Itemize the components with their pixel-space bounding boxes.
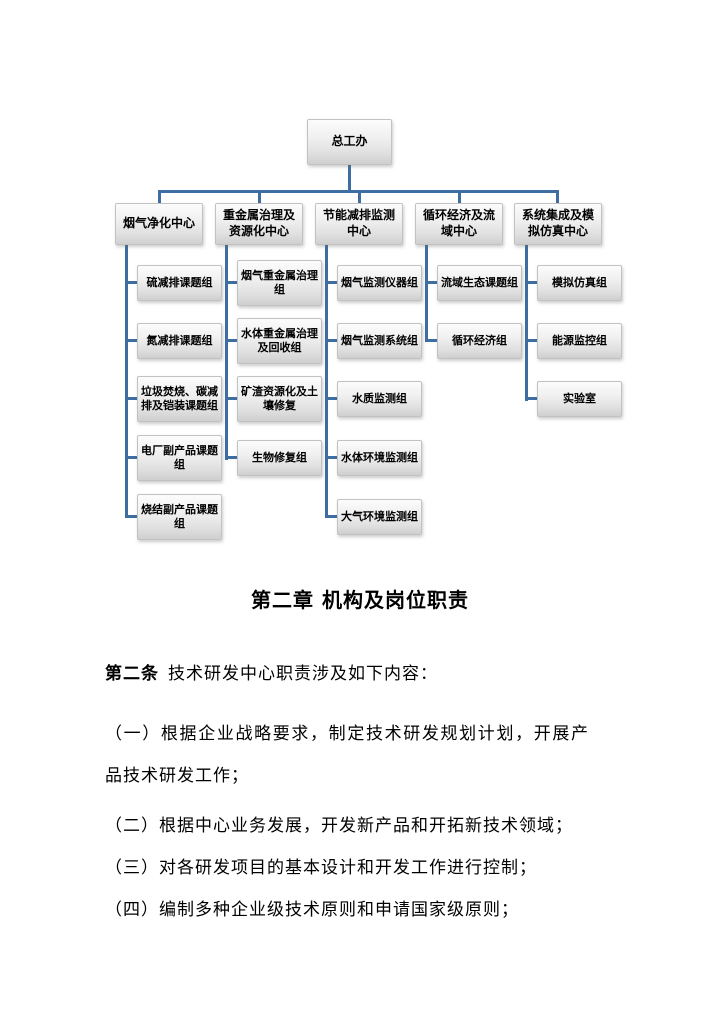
org-node-child: 矿渣资源化及土壤修复 xyxy=(237,376,322,422)
org-node-label: 总工办 xyxy=(331,134,368,149)
org-node-label: 矿渣资源化及土壤修复 xyxy=(241,384,318,412)
org-node-child: 氮减排课题组 xyxy=(137,323,222,359)
org-node-label: 循环经济组 xyxy=(452,333,507,347)
connector-line xyxy=(225,281,238,284)
connector-line xyxy=(556,190,559,204)
org-node-label: 能源监控组 xyxy=(552,333,607,347)
org-node-child: 烟气监测系统组 xyxy=(337,323,422,359)
org-node-child: 水体环境监测组 xyxy=(337,440,422,476)
org-node-label: 水体重金属治理及回收组 xyxy=(241,326,318,354)
connector-line xyxy=(325,244,328,518)
chapter-heading: 第二章 机构及岗位职责 xyxy=(251,588,469,612)
connector-line xyxy=(125,244,128,518)
org-node-child: 大气环境监测组 xyxy=(337,499,422,535)
connector-line xyxy=(525,339,538,342)
list-item-3: （三）对各研发项目的基本设计和开发工作进行控制； xyxy=(105,858,537,878)
list-item-2: （二）根据中心业务发展，开发新产品和开拓新技术领域； xyxy=(105,816,573,836)
connector-line xyxy=(125,397,138,400)
org-node-child: 水体重金属治理及回收组 xyxy=(237,318,322,364)
org-node-child: 电厂副产品课题组 xyxy=(137,435,222,481)
org-node-child: 硫减排课题组 xyxy=(137,265,222,301)
connector-line xyxy=(458,190,461,204)
org-node-label: 重金属治理及资源化中心 xyxy=(222,208,295,238)
connector-line xyxy=(525,281,538,284)
org-node-label: 烟气净化中心 xyxy=(122,216,195,231)
connector-line xyxy=(325,281,338,284)
connector-line xyxy=(348,165,351,192)
connector-line xyxy=(125,515,138,518)
org-node-label: 垃圾焚烧、碳减排及铠装课题组 xyxy=(141,384,218,412)
org-node-child: 实验室 xyxy=(537,381,622,417)
org-node-child: 流域生态课题组 xyxy=(437,265,522,301)
org-node-child: 模拟仿真组 xyxy=(537,265,622,301)
connector-line xyxy=(125,339,138,342)
org-node-label: 循环经济及流域中心 xyxy=(422,208,495,238)
org-node-child: 烟气重金属治理组 xyxy=(237,260,322,306)
article-line: 第二条技术研发中心职责涉及如下内容： xyxy=(105,653,621,695)
org-node-child: 烧结副产品课题组 xyxy=(137,494,222,540)
org-node-label: 烧结副产品课题组 xyxy=(141,502,218,530)
org-node-label: 烟气重金属治理组 xyxy=(241,268,318,296)
connector-line xyxy=(525,397,538,400)
org-node-child: 垃圾焚烧、碳减排及铠装课题组 xyxy=(137,376,222,422)
org-node-label: 硫减排课题组 xyxy=(146,275,213,289)
connector-line xyxy=(225,339,238,342)
org-node-child: 循环经济组 xyxy=(437,323,522,359)
connector-line xyxy=(358,190,361,204)
connector-line xyxy=(125,456,138,459)
org-node-label: 烟气监测系统组 xyxy=(341,333,418,347)
article-intro: 技术研发中心职责涉及如下内容： xyxy=(168,664,438,684)
org-node-branch-4: 循环经济及流域中心 xyxy=(415,203,503,245)
connector-line xyxy=(325,397,338,400)
org-node-label: 大气环境监测组 xyxy=(341,509,418,523)
org-node-child: 烟气监测仪器组 xyxy=(337,265,422,301)
org-node-label: 节能减排监测中心 xyxy=(322,208,395,238)
org-node-label: 系统集成及模拟仿真中心 xyxy=(521,208,594,238)
org-node-branch-3: 节能减排监测中心 xyxy=(315,203,403,245)
connector-line xyxy=(158,190,161,204)
article-number: 第二条 xyxy=(105,664,159,684)
org-node-root: 总工办 xyxy=(307,119,392,165)
connector-line xyxy=(225,456,238,459)
connector-line xyxy=(525,244,528,401)
org-node-label: 模拟仿真组 xyxy=(552,275,607,289)
list-item-4: （四）编制多种企业级技术原则和申请国家级原则； xyxy=(105,900,519,920)
org-node-branch-2: 重金属治理及资源化中心 xyxy=(215,203,303,245)
org-node-branch-1: 烟气净化中心 xyxy=(115,203,203,245)
connector-line xyxy=(225,244,228,460)
org-node-child: 生物修复组 xyxy=(237,440,322,476)
org-node-label: 生物修复组 xyxy=(252,450,307,464)
org-node-label: 烟气监测仪器组 xyxy=(341,275,418,289)
connector-line xyxy=(325,456,338,459)
org-node-branch-5: 系统集成及模拟仿真中心 xyxy=(514,203,602,245)
org-node-label: 水体环境监测组 xyxy=(341,450,418,464)
org-node-label: 水质监测组 xyxy=(352,391,407,405)
org-node-child: 能源监控组 xyxy=(537,323,622,359)
org-node-label: 流域生态课题组 xyxy=(441,275,518,289)
connector-line xyxy=(325,339,338,342)
connector-line xyxy=(325,515,338,518)
connector-line xyxy=(125,281,138,284)
org-node-child: 水质监测组 xyxy=(337,381,422,417)
connector-line xyxy=(425,244,428,342)
org-node-label: 实验室 xyxy=(563,391,596,405)
connector-line xyxy=(258,190,261,204)
connector-line xyxy=(425,281,438,284)
list-item-1: （一）根据企业战略要求，制定技术研发规划计划，开展产品技术研发工作； xyxy=(105,724,589,786)
connector-line xyxy=(225,397,238,400)
connector-line xyxy=(425,339,438,342)
org-node-label: 氮减排课题组 xyxy=(146,333,213,347)
org-node-label: 电厂副产品课题组 xyxy=(141,443,218,471)
